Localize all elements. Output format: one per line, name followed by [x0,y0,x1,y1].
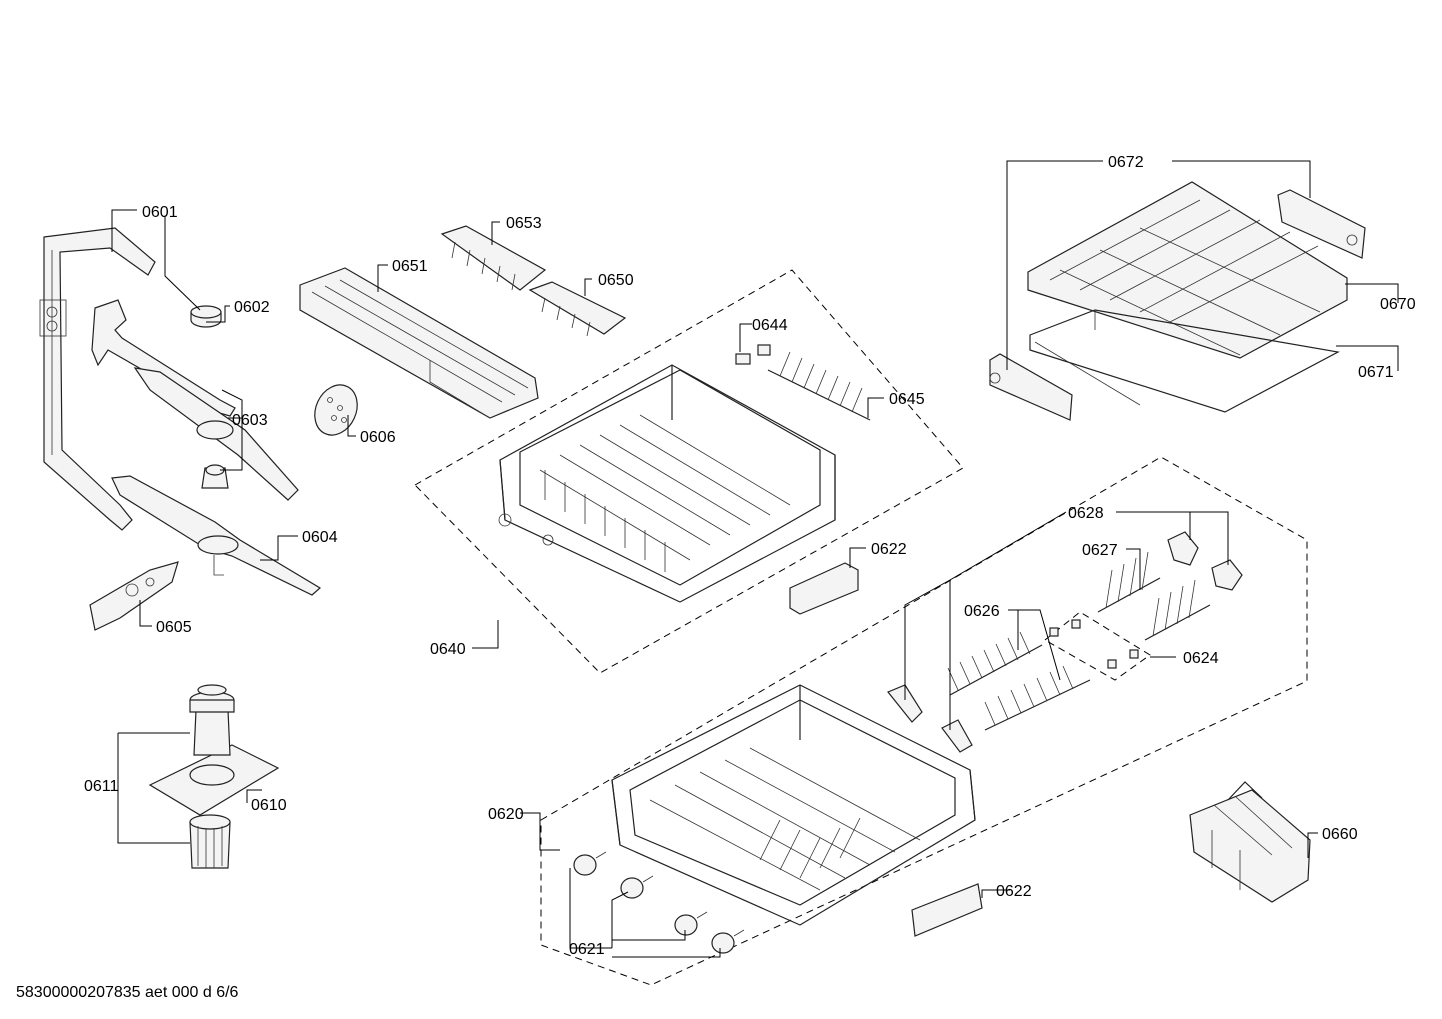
cutlery-rack-part [299,267,539,419]
document-id: 58300000207835 aet 000 d 6/6 [16,984,239,1001]
upper-basket-part [498,364,836,603]
label-0622-lower: 0622 [996,883,1032,900]
hinge-parts [887,531,1243,753]
label-0651: 0651 [392,258,428,275]
micro-filter-part [148,684,280,816]
label-0671: 0671 [1358,364,1394,381]
lower-basket-part [611,684,976,926]
tine-row-side-part [1097,551,1211,641]
upper-basket-group-outline [414,269,964,674]
label-0606: 0606 [360,429,396,446]
label-0650: 0650 [598,272,634,289]
basket-clips-part [735,344,771,365]
rail-end-right-part [1277,189,1366,259]
label-0640: 0640 [430,641,466,658]
label-0670: 0670 [1380,296,1416,313]
sieve-disc-part [314,384,358,436]
label-0610: 0610 [251,797,287,814]
basket-wheels-part [573,851,745,954]
label-0628: 0628 [1068,505,1104,522]
label-0627: 0627 [1082,542,1118,559]
label-0601: 0601 [142,204,178,221]
cutlery-basket-part [1189,781,1311,903]
label-0624: 0624 [1183,650,1219,667]
tine-row-upper-part [767,351,871,421]
lower-spray-arm-part [111,475,322,596]
label-0603: 0603 [232,412,268,429]
label-0653: 0653 [506,215,542,232]
label-0644: 0644 [752,317,788,334]
leader-lines [111,160,1399,958]
label-0620: 0620 [488,806,524,823]
filter-cover-part [89,561,179,631]
rail-end-left-part [989,353,1073,421]
third-rack-part [1027,181,1348,359]
upper-spray-arm-part [91,299,299,501]
basket-handle-lower-part [911,883,983,937]
basket-handle-upper-part [789,562,859,615]
third-rack-rail-part [1029,309,1340,413]
label-0605: 0605 [156,619,192,636]
clip-strip-upper-part [440,225,547,291]
label-0621: 0621 [569,941,605,958]
feed-pipe-part [39,227,156,531]
label-0611: 0611 [84,778,119,795]
fine-filter-part [189,814,231,869]
label-0660: 0660 [1322,826,1358,843]
label-0622-upper: 0622 [871,541,907,558]
tine-row-lower-part [947,631,1091,731]
label-0626: 0626 [964,603,1000,620]
nut-part [190,305,222,328]
tine-clips-part [1044,611,1151,681]
clip-strip-lower-part [528,281,627,337]
label-0645: 0645 [889,391,925,408]
label-0672: 0672 [1108,154,1144,171]
label-0604: 0604 [302,529,338,546]
label-0602: 0602 [234,299,270,316]
